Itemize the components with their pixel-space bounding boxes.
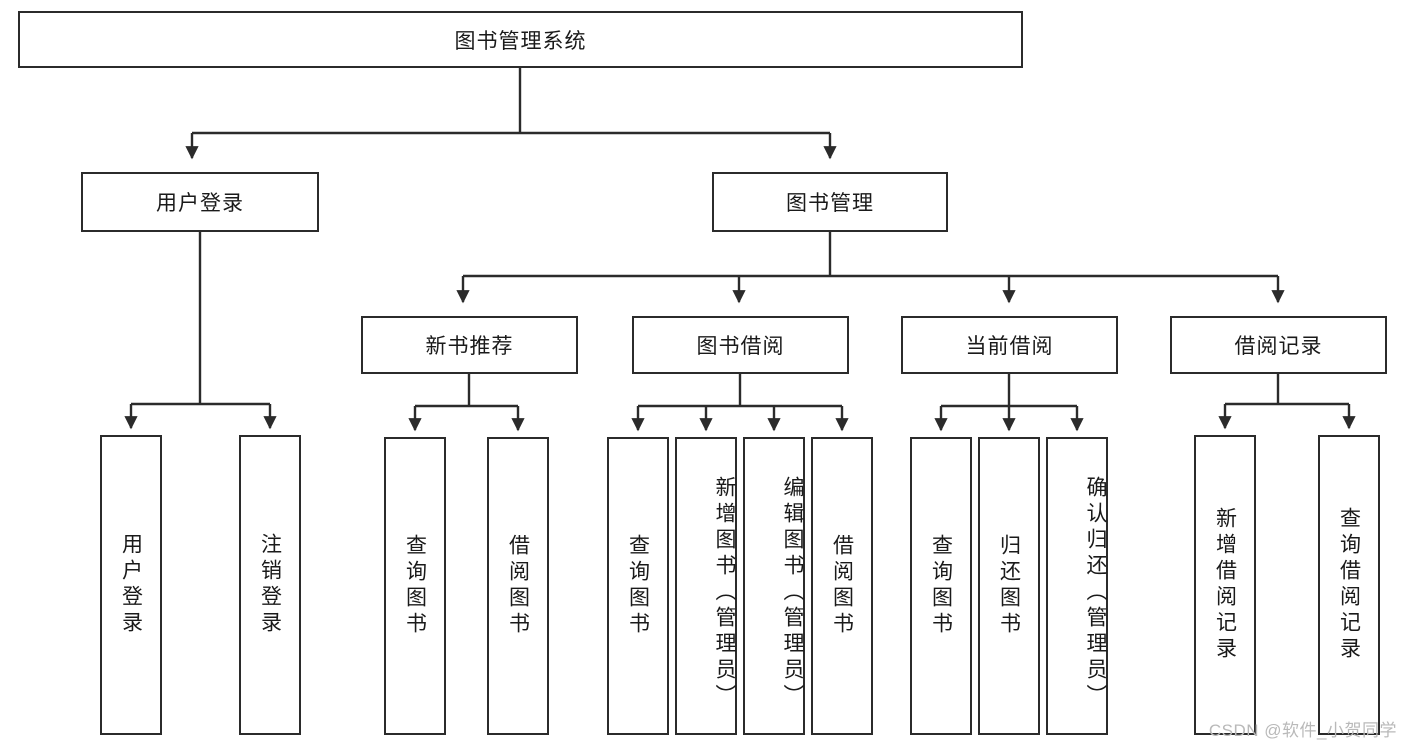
node-current-borrow-label: 当前借阅	[965, 335, 1054, 358]
leaf-edit-book[interactable]: 编辑图书（管理员）	[743, 437, 805, 735]
leaf-borrow-book-1-label: 借阅图书	[506, 534, 530, 638]
leaf-logout[interactable]: 注销登录	[239, 435, 301, 735]
leaf-query-record-label: 查询借阅记录	[1337, 507, 1361, 663]
leaf-add-book-label: 新增图书（管理员）	[713, 476, 736, 710]
node-root[interactable]: 图书管理系统	[18, 11, 1023, 68]
leaf-confirm-return-label: 确认归还（管理员）	[1084, 476, 1107, 710]
leaf-confirm-return[interactable]: 确认归还（管理员）	[1046, 437, 1108, 735]
leaf-user-login[interactable]: 用户登录	[100, 435, 162, 735]
leaf-borrow-book-1[interactable]: 借阅图书	[487, 437, 549, 735]
node-new-book-recommend-label: 新书推荐	[425, 335, 514, 358]
node-current-borrow[interactable]: 当前借阅	[901, 316, 1118, 374]
leaf-user-login-label: 用户登录	[119, 533, 143, 637]
node-book-manage[interactable]: 图书管理	[712, 172, 948, 232]
node-user-login[interactable]: 用户登录	[81, 172, 319, 232]
leaf-query-book-2[interactable]: 查询图书	[607, 437, 669, 735]
node-book-borrow[interactable]: 图书借阅	[632, 316, 849, 374]
leaf-borrow-book-2[interactable]: 借阅图书	[811, 437, 873, 735]
leaf-return-book[interactable]: 归还图书	[978, 437, 1040, 735]
leaf-edit-book-label: 编辑图书（管理员）	[781, 476, 804, 710]
leaf-query-book-3[interactable]: 查询图书	[910, 437, 972, 735]
leaf-query-book-1[interactable]: 查询图书	[384, 437, 446, 735]
leaf-query-record[interactable]: 查询借阅记录	[1318, 435, 1380, 735]
leaf-add-record[interactable]: 新增借阅记录	[1194, 435, 1256, 735]
leaf-query-book-2-label: 查询图书	[626, 534, 650, 638]
leaf-query-book-3-label: 查询图书	[929, 534, 953, 638]
node-borrow-record[interactable]: 借阅记录	[1170, 316, 1387, 374]
leaf-query-book-1-label: 查询图书	[403, 534, 427, 638]
node-borrow-record-label: 借阅记录	[1234, 335, 1323, 358]
node-book-borrow-label: 图书借阅	[696, 335, 785, 358]
node-new-book-recommend[interactable]: 新书推荐	[361, 316, 578, 374]
leaf-add-book[interactable]: 新增图书（管理员）	[675, 437, 737, 735]
watermark: CSDN @软件_小贺同学	[1208, 721, 1397, 740]
node-book-manage-label: 图书管理	[786, 192, 874, 215]
leaf-borrow-book-2-label: 借阅图书	[830, 534, 854, 638]
node-user-login-label: 用户登录	[156, 192, 244, 215]
leaf-add-record-label: 新增借阅记录	[1213, 507, 1237, 663]
leaf-return-book-label: 归还图书	[997, 534, 1021, 638]
leaf-logout-label: 注销登录	[258, 533, 282, 637]
node-root-label: 图书管理系统	[454, 29, 587, 53]
